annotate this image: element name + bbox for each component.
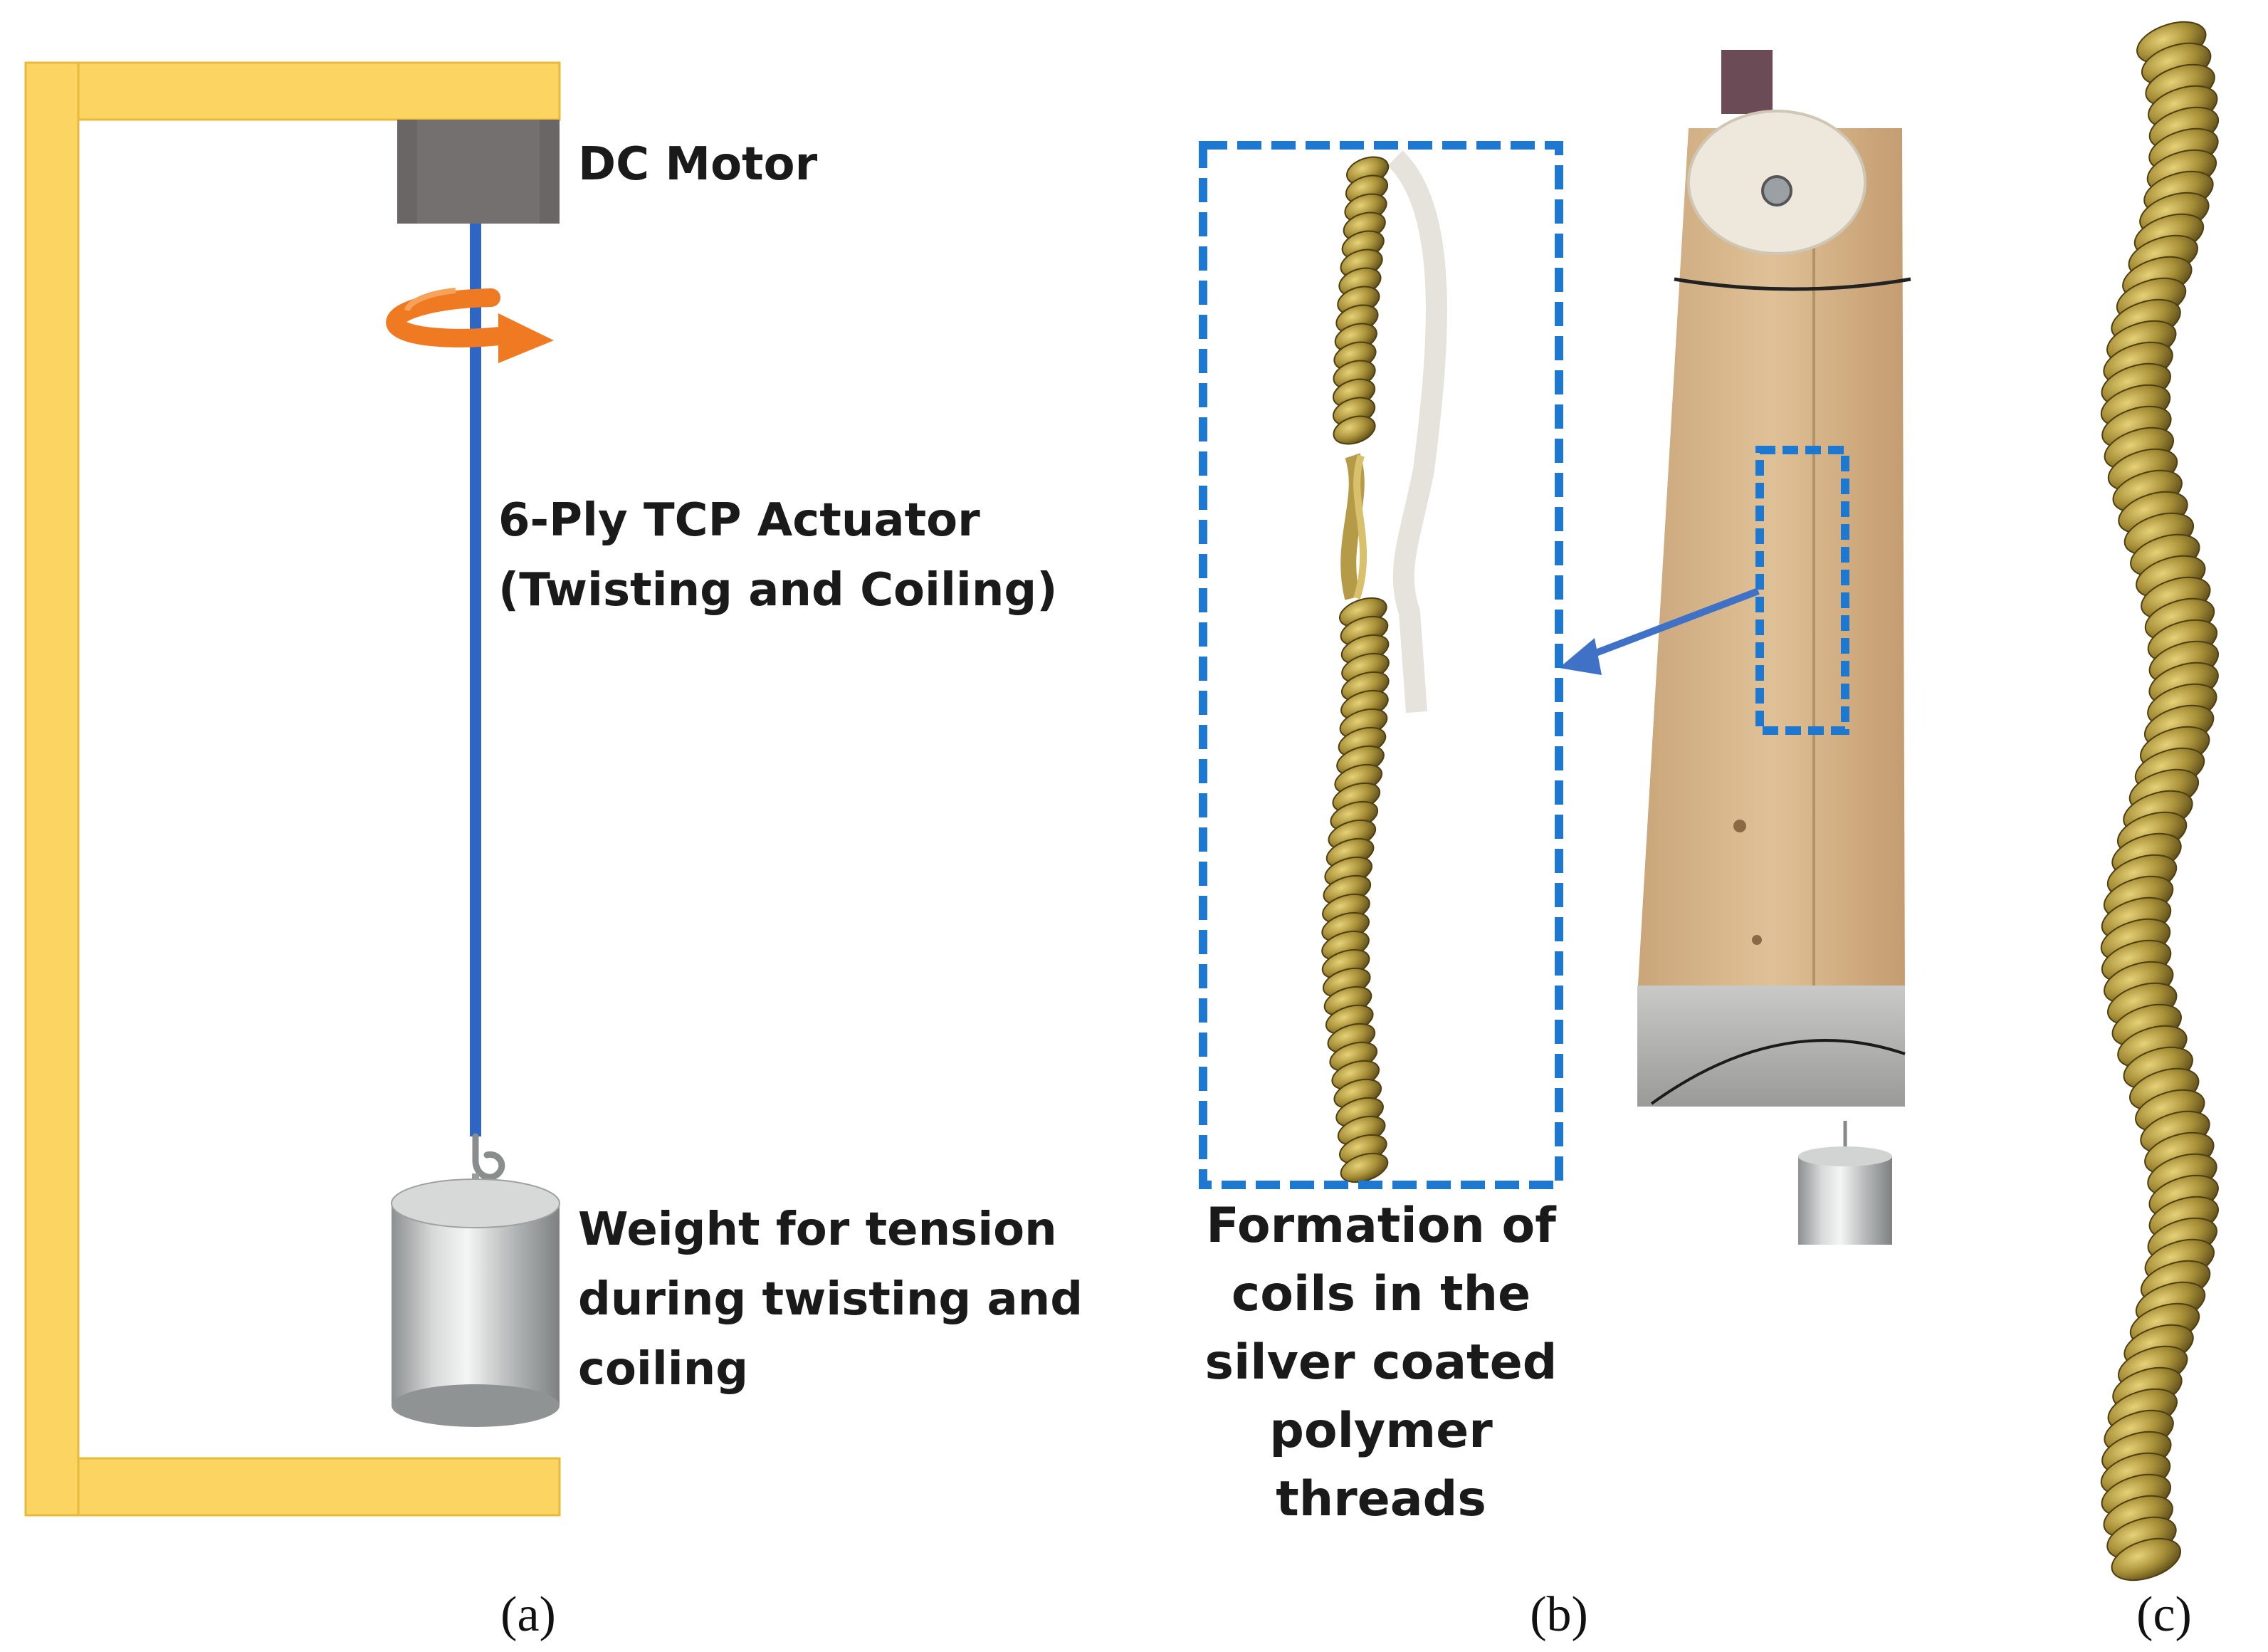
panel-a: DC Motor 6-Ply TCP Actuator (Twisting an… — [24, 61, 1083, 1642]
tcp-thread — [470, 224, 481, 1136]
setup-photo — [1637, 50, 1911, 1245]
coiled-thread-closeup — [2100, 21, 2220, 1582]
panel-b: Formation of coils in the silver coated … — [1199, 50, 1911, 1642]
coil-turn — [1333, 415, 1376, 445]
caption-a: (a) — [500, 1587, 556, 1642]
weight-label-line3: coiling — [578, 1343, 748, 1396]
coil-label-line4: polymer — [1269, 1403, 1493, 1459]
zoomed-coil-image — [1203, 145, 1559, 1185]
coil-label-line5: threads — [1276, 1471, 1486, 1527]
weight-label-line2: during twisting and — [578, 1273, 1083, 1326]
zoom-callout-box — [1199, 141, 1563, 1189]
hook-icon — [472, 1133, 505, 1181]
coil-label-line2: coils in the — [1232, 1266, 1531, 1322]
frame-bottom-arm — [77, 1457, 561, 1517]
panel-c: (c) — [2100, 21, 2220, 1642]
coil-label-line1: Formation of — [1206, 1198, 1557, 1254]
frame-vertical-bar — [24, 61, 80, 1517]
actuator-label-line2: (Twisting and Coiling) — [498, 564, 1057, 617]
zoom-arrow-icon — [1559, 587, 1760, 675]
weight-icon — [391, 1178, 560, 1427]
coil-turn — [1340, 1152, 1389, 1183]
motor-label: DC Motor — [578, 138, 818, 191]
dc-motor-shade — [417, 120, 540, 224]
frame-top-arm — [77, 61, 561, 121]
caption-c: (c) — [2136, 1587, 2192, 1642]
rotation-arrow-icon — [386, 288, 554, 363]
actuator-label-line1: 6-Ply TCP Actuator — [498, 494, 980, 547]
coil-turn — [2111, 1537, 2182, 1582]
weight-label-line1: Weight for tension — [578, 1203, 1057, 1256]
caption-b: (b) — [1530, 1587, 1588, 1642]
coil-label-line3: silver coated — [1205, 1334, 1558, 1391]
